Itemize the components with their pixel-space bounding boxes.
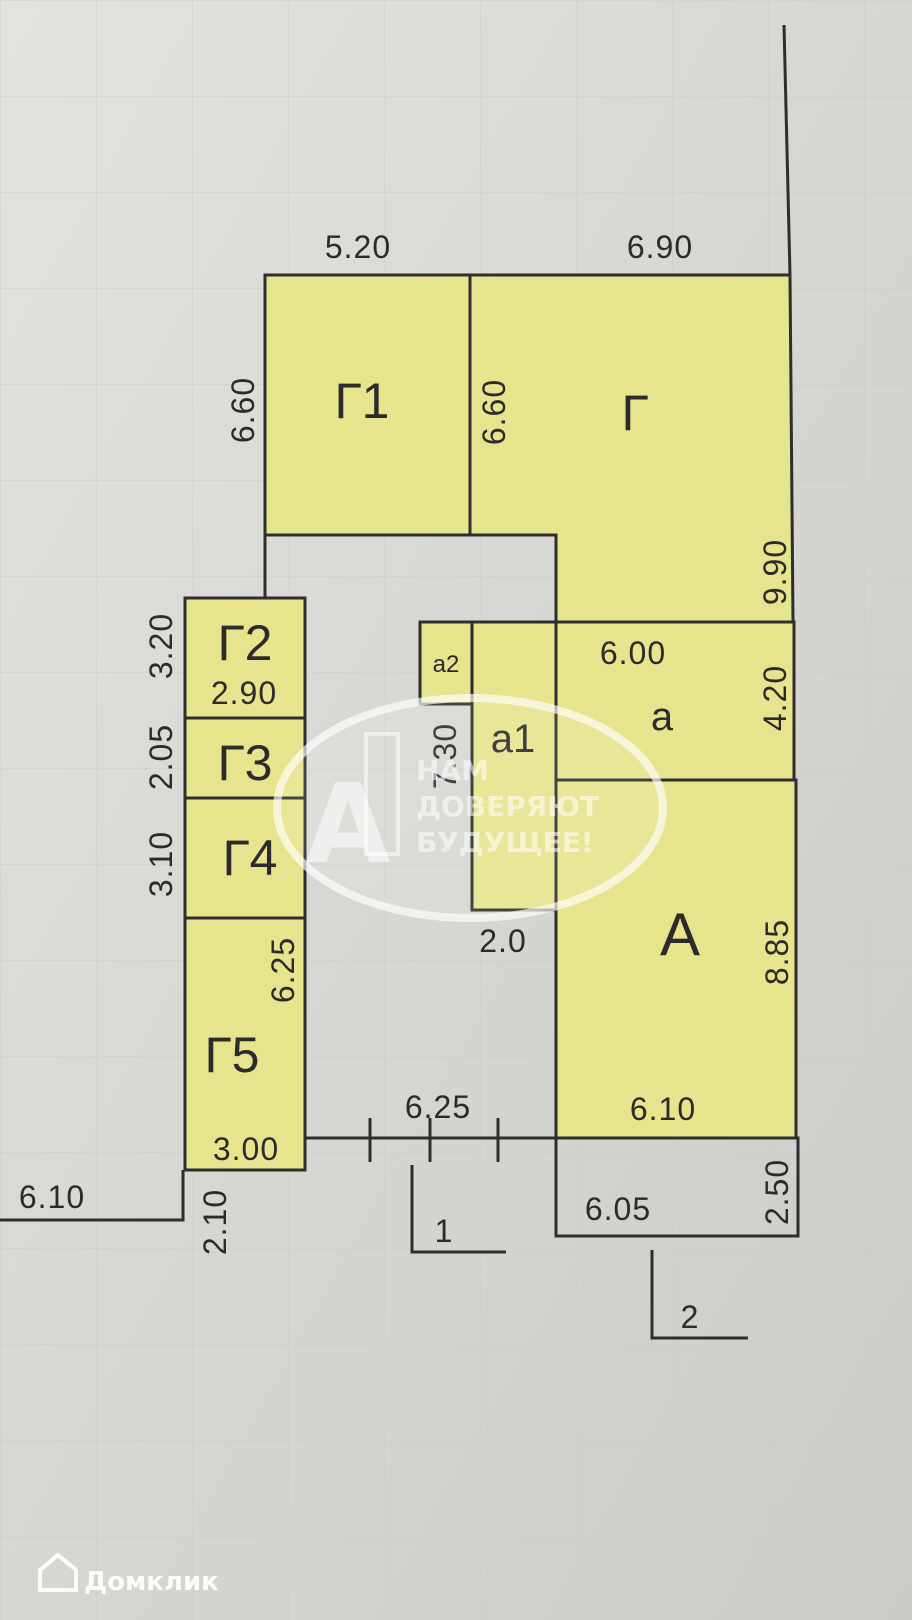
section-mark-1 [410,1165,506,1254]
room-g5 [183,916,307,1172]
dim-label: 6.60 [476,379,512,445]
dim-label: 4.20 [757,665,793,731]
dim-label: 7.30 [427,723,463,789]
room-label-a-small: а [651,695,674,739]
dim-label: 3.10 [143,831,179,897]
dim-label: 2.90 [211,675,277,711]
boundary-line-top-right [782,24,792,276]
dim-label: 6.00 [600,635,666,671]
watermark-line-3: БУДУЩЕЕ! [416,826,594,859]
dim-label: 6.25 [405,1089,471,1125]
watermark-line-2: ДОВЕРЯЮТ [416,790,599,823]
dim-label: 6.05 [585,1191,651,1227]
room-a-small [554,620,796,782]
watermark: А НАМ ДОВЕРЯЮТ БУДУЩЕЕ! [273,694,667,922]
dim-label: 3.00 [213,1131,279,1167]
room-a2 [418,620,474,706]
watermark-building-icon [364,732,400,856]
room-label-g4: Г4 [223,830,278,886]
dim-label: 2.05 [143,724,179,790]
dim-label: 2.0 [479,923,526,959]
room-g3 [183,716,307,800]
watermark-line-1: НАМ [416,754,489,787]
dim-label: 6.25 [265,937,301,1003]
brand-name: Домклик [84,1567,219,1597]
dim-label: 5.20 [325,229,391,265]
section-mark-label-1: 1 [435,1213,454,1249]
home-icon [38,1552,78,1592]
room-label-g5: Г5 [205,1027,260,1083]
dim-label: 6.10 [19,1179,85,1215]
watermark-logo: А [305,760,390,888]
dim-label: 2.50 [759,1159,795,1225]
room-A [554,778,798,1140]
room-label-g2: Г2 [218,615,273,671]
dim-label: 6.90 [627,229,693,265]
watermark-ellipse [273,694,667,922]
dim-label: 3.20 [143,613,179,679]
dim-label: 6.60 [225,377,261,443]
room-label-g: Г [621,385,648,441]
brand-logo: Домклик [38,1552,219,1597]
room-label-A: А [660,901,700,968]
room-label-g1: Г1 [335,373,390,429]
dim-label: 2.10 [197,1189,233,1255]
dim-label: 8.85 [759,919,795,985]
section-mark-2 [650,1250,748,1340]
boundary-line-bottom-left [0,1170,185,1222]
porch-outline [554,1136,800,1238]
dim-label: 9.90 [757,539,793,605]
room-label-g3: Г3 [218,735,273,791]
room-label-a1: а1 [491,717,536,761]
section-mark-label-2: 2 [681,1299,700,1335]
dim-label: 6.10 [630,1091,696,1127]
room-label-a2: а2 [433,651,460,678]
